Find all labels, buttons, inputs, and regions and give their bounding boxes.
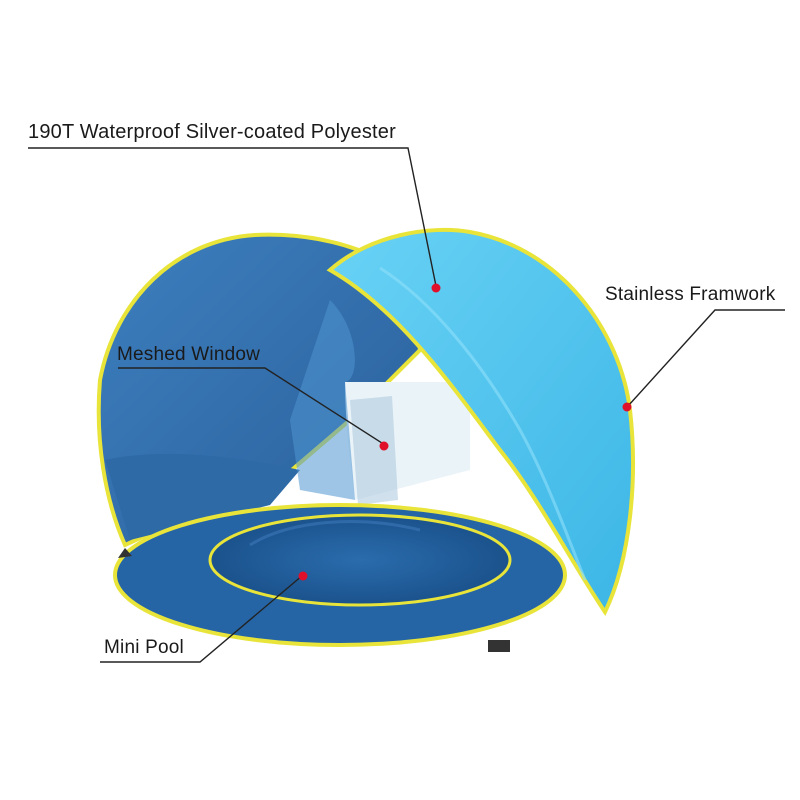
label-polyester: 190T Waterproof Silver-coated Polyester [28, 121, 396, 143]
marker-polyester [431, 283, 441, 293]
meshed-window-dark [350, 396, 398, 505]
leader-lines [28, 147, 785, 663]
label-mini-pool: Mini Pool [104, 637, 184, 658]
markers [298, 283, 632, 581]
marker-window [379, 441, 389, 451]
tent-canopy [326, 227, 635, 617]
leader-polyester [28, 147, 437, 287]
leader-framework [627, 309, 785, 407]
tent-inner-shade [290, 300, 355, 500]
marker-framework [622, 402, 632, 412]
pool-wrinkle [249, 520, 421, 547]
stake-bottom [488, 640, 510, 652]
leader-window [118, 367, 386, 446]
tent-inner-panel [105, 453, 300, 540]
mini-pool [208, 513, 512, 607]
stake-left [118, 548, 132, 558]
canopy-fold [379, 266, 587, 581]
label-meshed-window: Meshed Window [117, 344, 261, 365]
leader-pool [100, 574, 304, 663]
marker-pool [298, 571, 308, 581]
label-framework: Stainless Framwork [605, 284, 776, 305]
